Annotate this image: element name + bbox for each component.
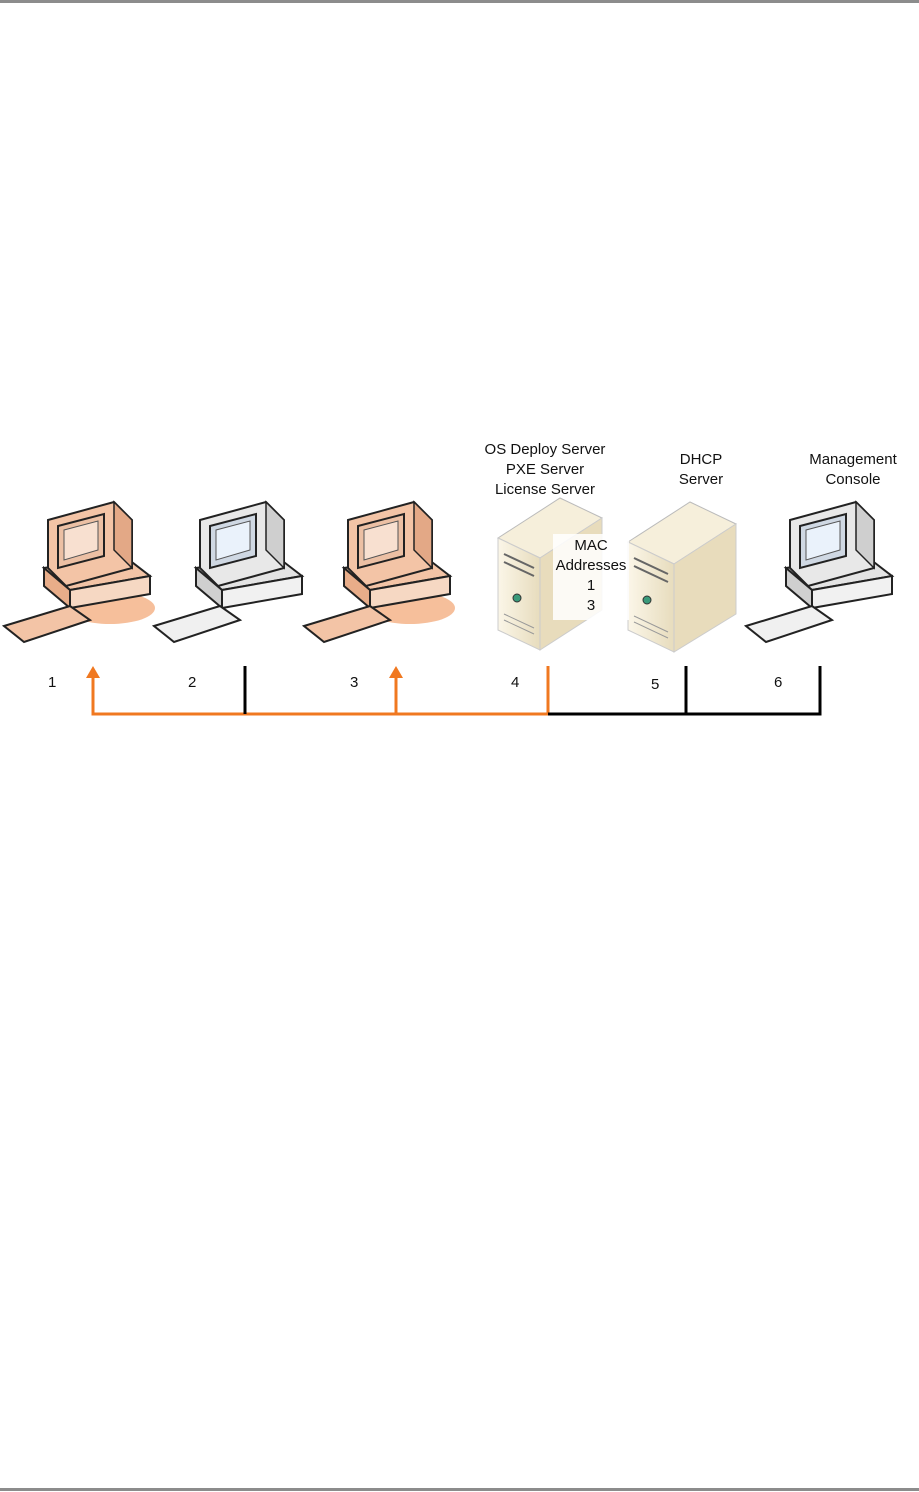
mac-note-entry-1: 1 [586,577,596,594]
dhcp-server-icon [626,501,738,653]
node-number-2: 2 [188,674,197,691]
server-5-label: DHCP Server [661,450,741,490]
workstation-2-icon [151,500,305,644]
server-4-label-line2: PXE Server [505,461,585,478]
orange-network-path [91,666,550,716]
workstation-3-icon [301,500,453,644]
arrow-to-node-1 [86,666,100,678]
node-number-4: 4 [511,674,520,691]
node-number-5: 5 [651,676,660,693]
server-4-label-line1: OS Deploy Server [484,441,606,458]
management-console-label-line1: Management [809,451,897,468]
server-5-label-line2: Server [678,471,724,488]
page-bottom-rule [0,1488,919,1491]
mac-addresses-note: MAC Addresses 1 3 [551,536,631,616]
server-4-label: OS Deploy Server PXE Server License Serv… [470,440,620,500]
mac-note-entry-2: 3 [586,597,596,614]
black-network-path [548,666,822,716]
node-number-6: 6 [774,674,783,691]
network-diagram-svg [1,497,895,716]
node-number-3: 3 [350,674,359,691]
server-4-label-line3: License Server [494,481,596,498]
server-5-label-line1: DHCP [679,451,723,468]
node-number-1: 1 [48,674,57,691]
arrow-to-node-3 [389,666,403,678]
management-console-label: Management Console [793,450,913,490]
management-console-icon [743,500,895,644]
mac-note-title-line2: Addresses [555,557,627,574]
mac-addresses-note-box [553,534,629,620]
workstation-1-icon [1,500,153,644]
management-console-label-line2: Console [825,471,881,488]
network-diagram: OS Deploy Server PXE Server License Serv… [0,430,919,730]
page-top-rule [0,0,919,3]
mac-note-title-line1: MAC [574,537,608,554]
